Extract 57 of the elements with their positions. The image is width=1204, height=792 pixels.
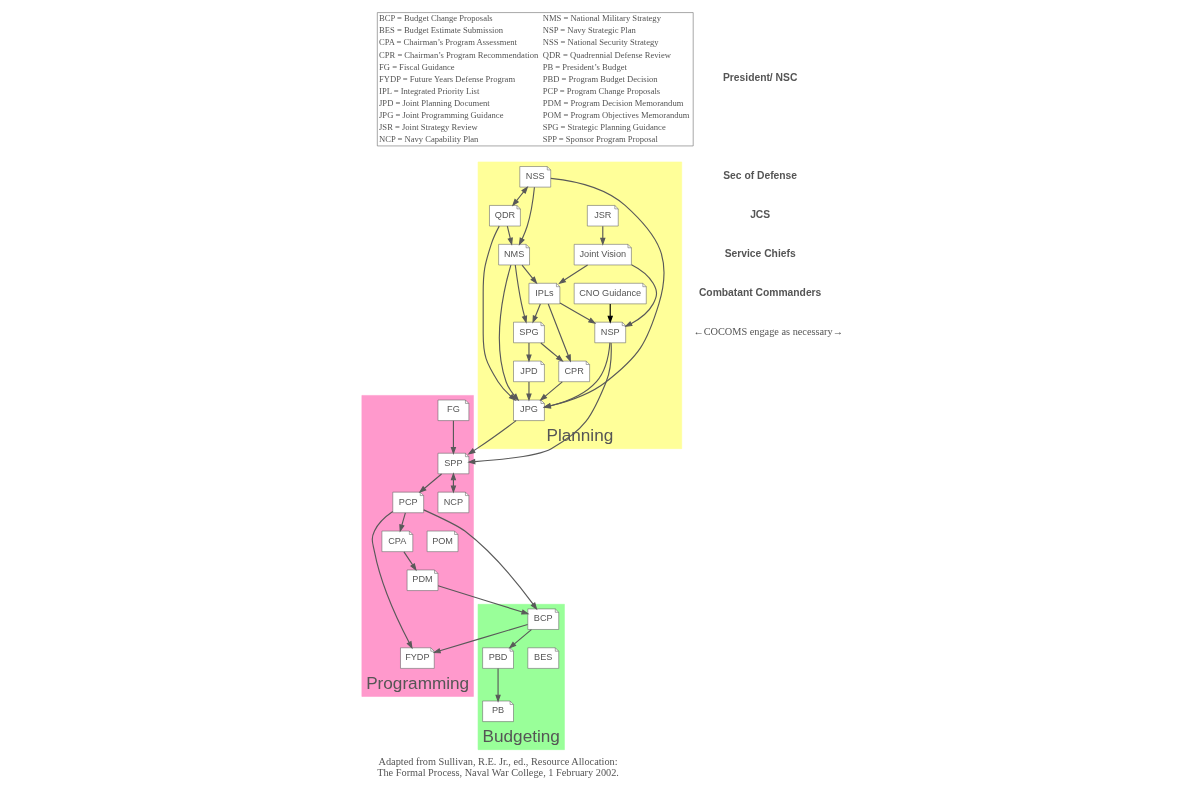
label: CPA = Chairman’s Program Assessment [378,37,517,48]
arrow [432,623,528,654]
arrow [402,551,417,572]
label: Service Chiefs [724,247,796,259]
label: ←COCOMS engage as necessary→ [692,326,843,337]
arrow [418,473,442,494]
arrow [466,342,612,465]
label: NCP = Navy Capability Plan [378,133,478,144]
label: Combatant Commanders [698,286,821,298]
label: NSS = National Security Strategy [542,37,659,48]
label: QDR = Quadrennial Defense Review [542,49,671,60]
label: POM = Program Objectives Memorandum [542,109,690,120]
arrow [422,509,537,611]
arrow [538,381,563,401]
label: FYDP = Future Years Defense Program [378,73,515,84]
arrow [467,420,517,455]
arrow [398,512,406,533]
label: SPP = Sponsor Program Proposal [542,133,658,144]
arrow [531,303,541,324]
label: PBD = Program Budget Decision [542,73,658,84]
label: PB = President’s Budget [542,61,627,72]
label: SPG = Strategic Planning Guidance [542,121,666,132]
label: BES = Budget Estimate Submission [378,25,503,36]
arrow [508,629,532,649]
arrow [557,264,588,285]
arrow [525,342,532,363]
arrow [542,177,665,409]
arrow [623,264,657,327]
arrow [558,302,596,324]
label: JPD = Joint Planning Document [378,97,490,108]
label: NMS = National Military Strategy [542,13,661,24]
label: Sec of Defense [722,169,797,181]
label: NSP = Navy Strategic Plan [542,25,636,36]
arrow [521,264,537,285]
label: President/ NSC [722,72,797,84]
arrow [514,264,527,324]
arrow [450,420,456,455]
arrow [371,511,413,650]
label: FG = Fiscal Guidance [378,61,455,72]
label: CPR = Chairman’s Program Recommendation [378,49,538,60]
label: JSR = Joint Strategy Review [378,121,478,132]
label: JPG = Joint Programming Guidance [378,109,503,120]
label: PCP = Program Change Proposals [542,85,660,96]
arrow [525,381,532,402]
label: PDM = Program Decision Memorandum [542,97,683,108]
arrow [511,185,528,207]
label: JCS [749,208,770,220]
arrow [518,186,535,246]
arrow [494,667,501,703]
arrow [542,342,610,409]
arrow [437,585,529,615]
arrow [539,342,564,363]
label: Adapted from Sullivan, R.E. Jr., ed., Resource Allocation: The Formal Process, Naval War College, 1 February 2002. [376,755,619,779]
label: BCP = Budget Change Proposals [378,13,493,24]
arrow [547,303,571,363]
label: IPL = Integrated Priority List [378,85,479,96]
arrow [506,225,513,246]
